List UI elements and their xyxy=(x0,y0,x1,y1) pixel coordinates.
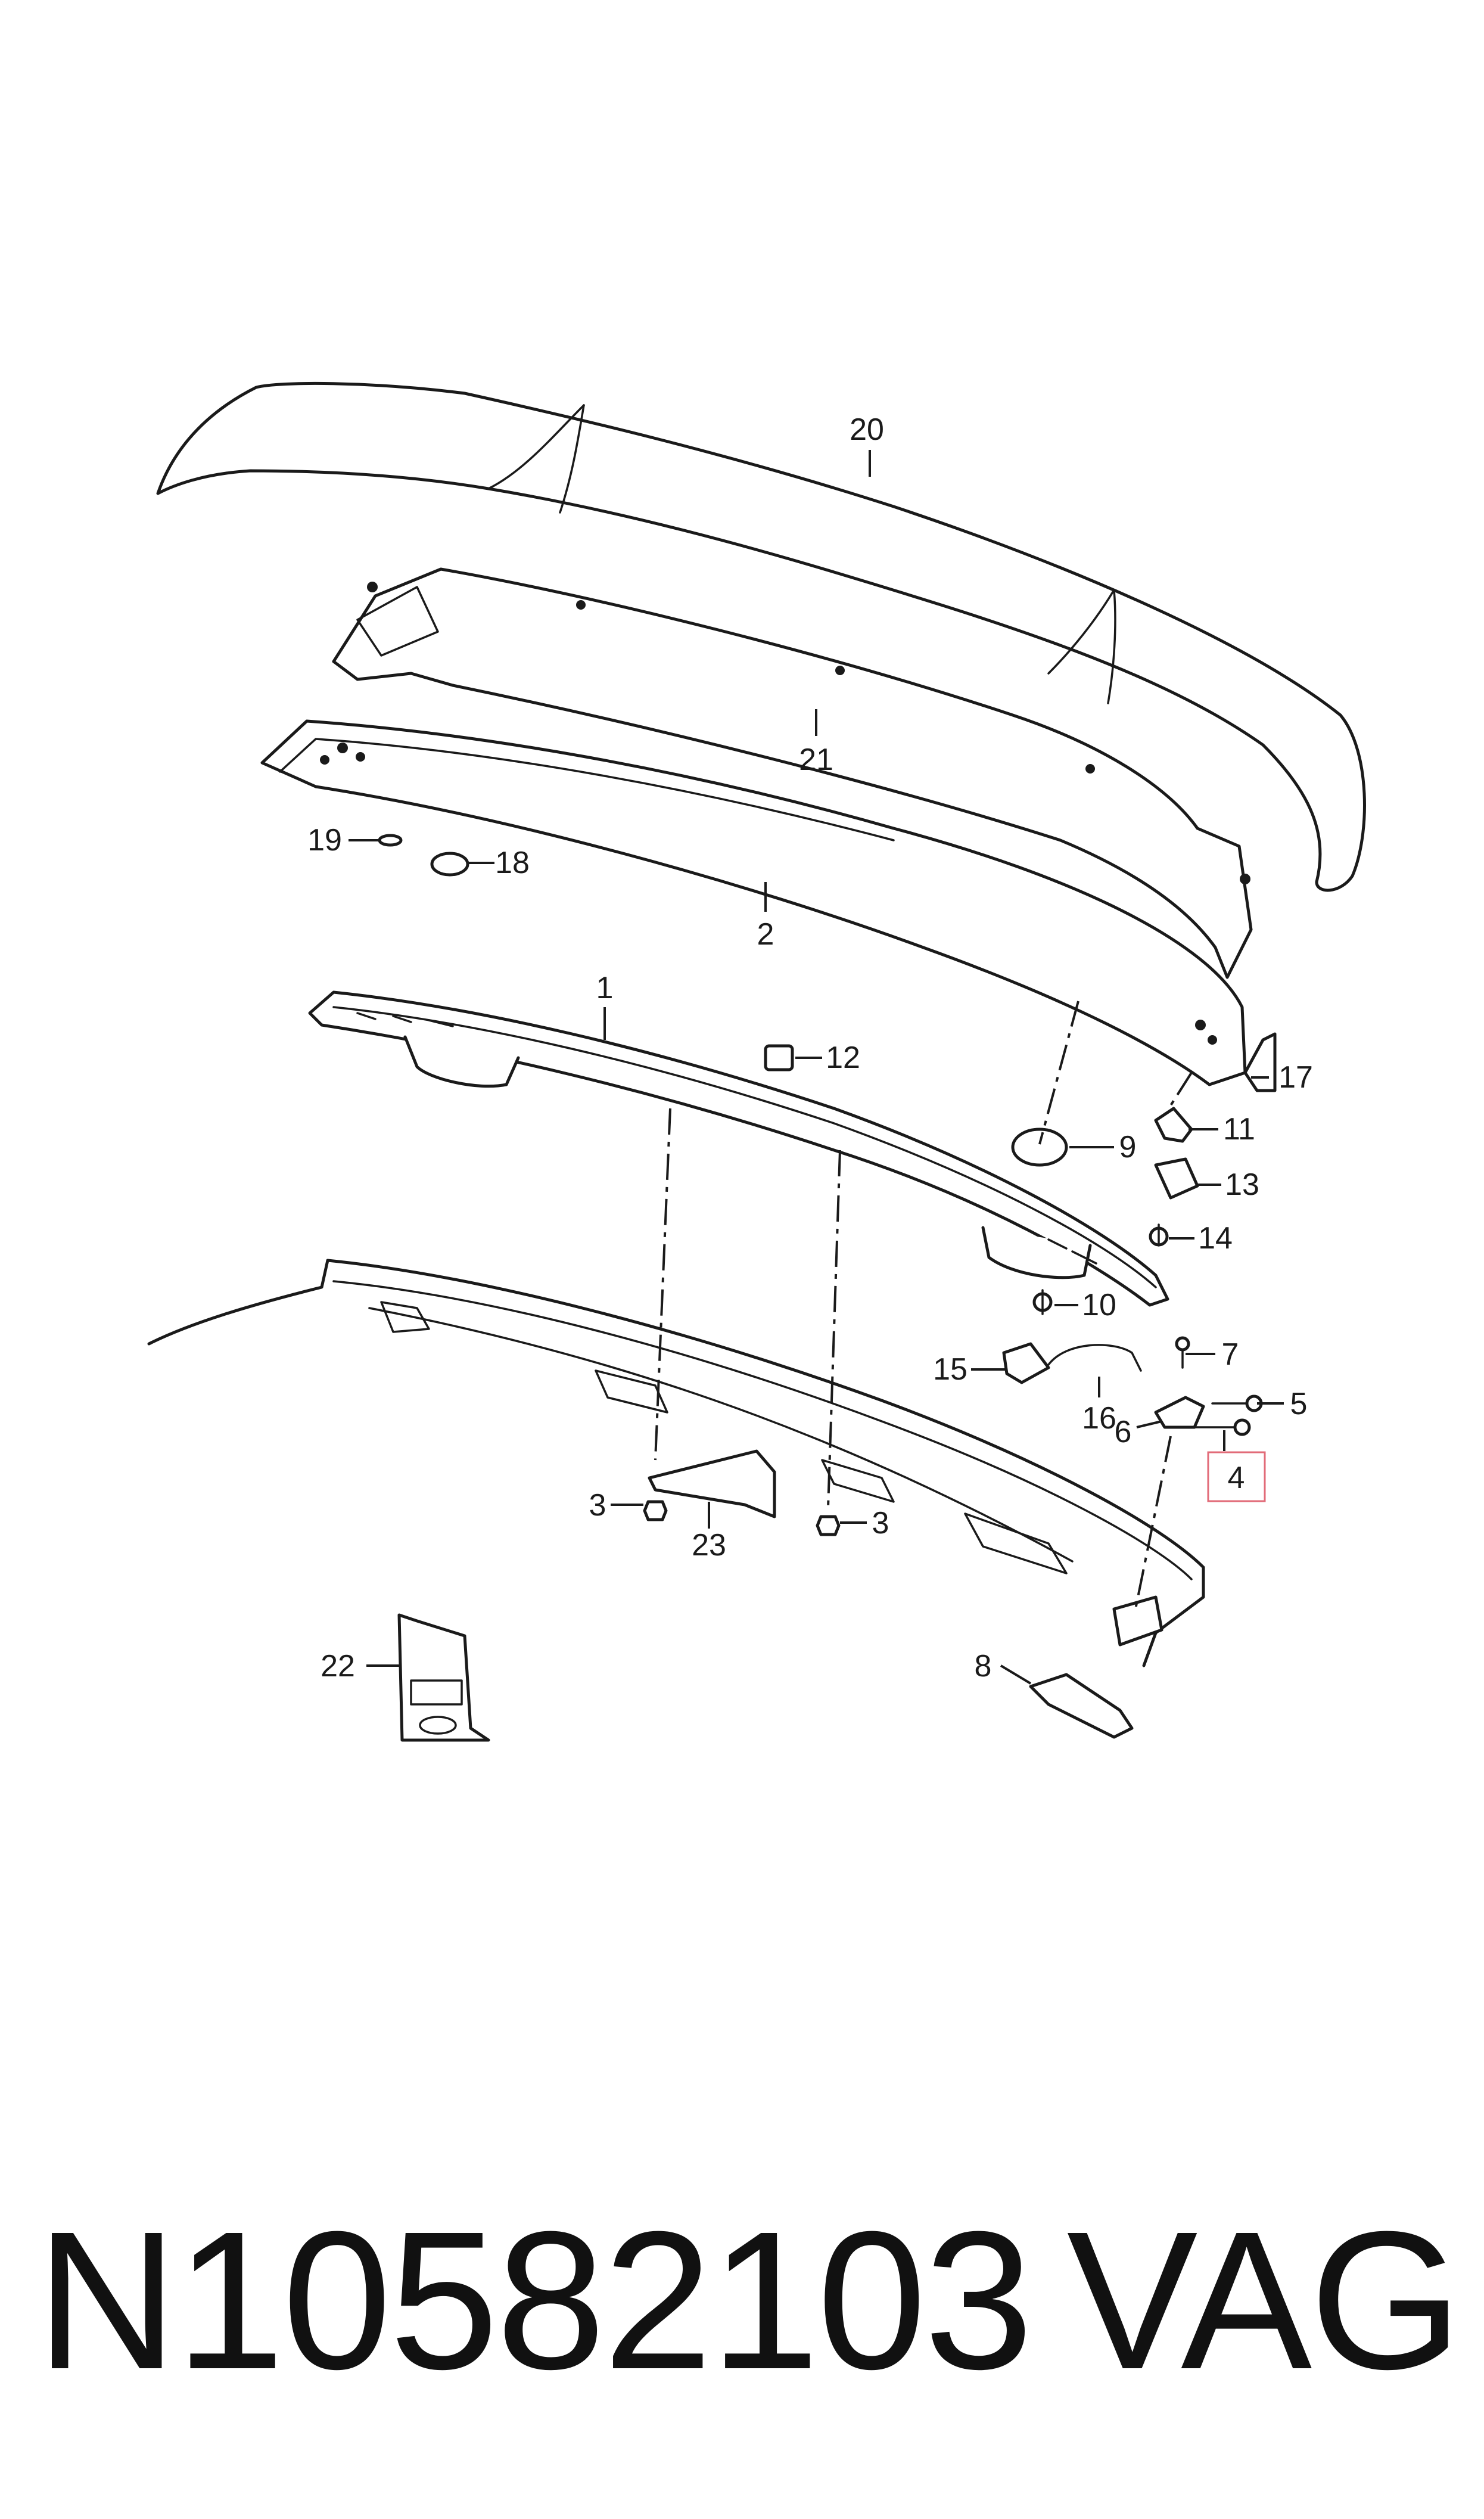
callout-1: 1 xyxy=(596,971,614,1005)
callout-19: 19 xyxy=(307,823,342,858)
part-3-nut-left xyxy=(643,1500,668,1521)
alignment-line xyxy=(1169,1071,1193,1107)
callout-20: 20 xyxy=(850,412,884,447)
part-10-bolt xyxy=(1032,1289,1053,1315)
part-3-nut-right xyxy=(816,1515,841,1536)
alignment-line xyxy=(827,1150,841,1508)
footer: N10582103 VAG xyxy=(36,2169,1463,2431)
callout-23: 23 xyxy=(692,1528,726,1563)
callout-15: 15 xyxy=(933,1352,967,1387)
part-17-gasket xyxy=(1243,1032,1277,1092)
part-4-bolt xyxy=(1190,1418,1251,1436)
callout-8: 8 xyxy=(975,1649,992,1684)
callout-17: 17 xyxy=(1278,1060,1313,1095)
callout-11: 11 xyxy=(1223,1112,1255,1147)
callout-21: 21 xyxy=(799,743,833,777)
part-15-clip xyxy=(1002,1342,1050,1384)
part-7-screw xyxy=(1175,1336,1190,1369)
part-11-bracket xyxy=(1154,1107,1193,1143)
callout-3-left: 3 xyxy=(589,1488,606,1523)
callout-9: 9 xyxy=(1119,1130,1137,1164)
part-1-carrier-frame xyxy=(308,990,1169,1307)
body-rear-panel xyxy=(147,1259,1205,1667)
brand-name: VAG xyxy=(1066,2190,1463,2410)
callout-6: 6 xyxy=(1115,1415,1132,1449)
alignment-line xyxy=(654,1108,671,1461)
callout-3-right: 3 xyxy=(872,1506,889,1540)
callout-18: 18 xyxy=(495,846,530,880)
part-21-wing-support xyxy=(332,567,1253,979)
callout-numbers: 20 21 2 1 19 18 12 9 17 11 13 14 10 15 1… xyxy=(307,412,1313,1684)
callout-14: 14 xyxy=(1198,1221,1233,1256)
callout-22: 22 xyxy=(321,1649,355,1684)
part-23-bracket xyxy=(648,1449,776,1518)
leader-lines xyxy=(349,450,1284,1685)
callout-7: 7 xyxy=(1222,1337,1239,1372)
part-9-grommet xyxy=(1011,1128,1068,1167)
part-19-cap xyxy=(378,834,403,847)
highlight-box-part-4 xyxy=(1207,1451,1266,1502)
part-12-clip xyxy=(764,1044,794,1071)
callout-4: 4 xyxy=(1228,1461,1245,1495)
part-8-bracket xyxy=(1029,1673,1134,1739)
part-16-hose xyxy=(1047,1344,1142,1372)
alignment-line xyxy=(1134,1436,1172,1613)
callout-5: 5 xyxy=(1290,1387,1308,1421)
callout-2: 2 xyxy=(757,917,774,952)
part-number: N10582103 xyxy=(36,2190,1034,2410)
part-6-bracket xyxy=(1154,1396,1205,1429)
part-22-label xyxy=(397,1613,490,1742)
part-20-spoiler-wing xyxy=(156,381,1366,892)
callout-12: 12 xyxy=(826,1040,860,1075)
part-2-spoiler-panel xyxy=(260,719,1247,1086)
callout-10: 10 xyxy=(1082,1288,1116,1322)
part-13-nut-plate xyxy=(1154,1157,1199,1200)
part-14-bolt xyxy=(1149,1223,1169,1247)
alignment-line xyxy=(1038,1001,1079,1145)
callout-16: 16 xyxy=(1082,1401,1116,1436)
part-5-bolt xyxy=(1211,1394,1263,1412)
callout-13: 13 xyxy=(1225,1167,1259,1202)
part-18-grommet xyxy=(430,852,469,877)
